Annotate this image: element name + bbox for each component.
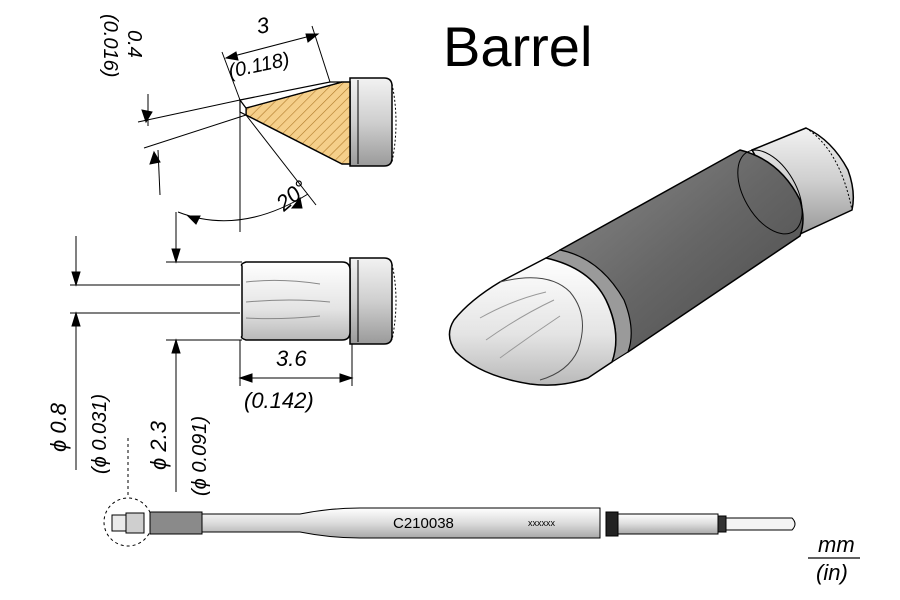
drawing-title: Barrel <box>443 15 592 78</box>
part-number: C210038 <box>393 515 454 532</box>
full-tip-view <box>103 438 796 547</box>
dim-tip-thickness-mm: 0.4 <box>123 30 145 58</box>
dim-diameters <box>70 212 242 492</box>
dim-tip-width-mm: ϕ 0.8 <box>46 402 71 452</box>
dim-tip-thickness <box>137 94 247 196</box>
dim-tip-length <box>238 340 354 386</box>
dim-bevel-length-mm: 3 <box>255 12 272 39</box>
dim-bevel-angle <box>177 112 317 232</box>
units-legend: mm (in) <box>808 532 860 585</box>
dim-tip-length-mm: 3.6 <box>276 346 307 371</box>
part-marking: xxxxxx <box>528 518 556 528</box>
side-view-bevel <box>238 77 397 167</box>
dim-tip-diameter-mm: ϕ 2.3 <box>146 420 171 470</box>
dim-tip-width-in: (ϕ 0.031) <box>89 394 111 474</box>
dim-bevel-length <box>221 25 331 101</box>
unit-primary: mm <box>818 532 855 557</box>
dim-tip-diameter-in: (ϕ 0.091) <box>189 416 211 496</box>
dim-tip-thickness-in: (0.016) <box>99 14 121 77</box>
tip-3d-view <box>448 127 855 386</box>
dim-tip-length-in: (0.142) <box>244 388 314 413</box>
unit-secondary: (in) <box>816 560 848 585</box>
front-view-tip <box>240 257 397 345</box>
